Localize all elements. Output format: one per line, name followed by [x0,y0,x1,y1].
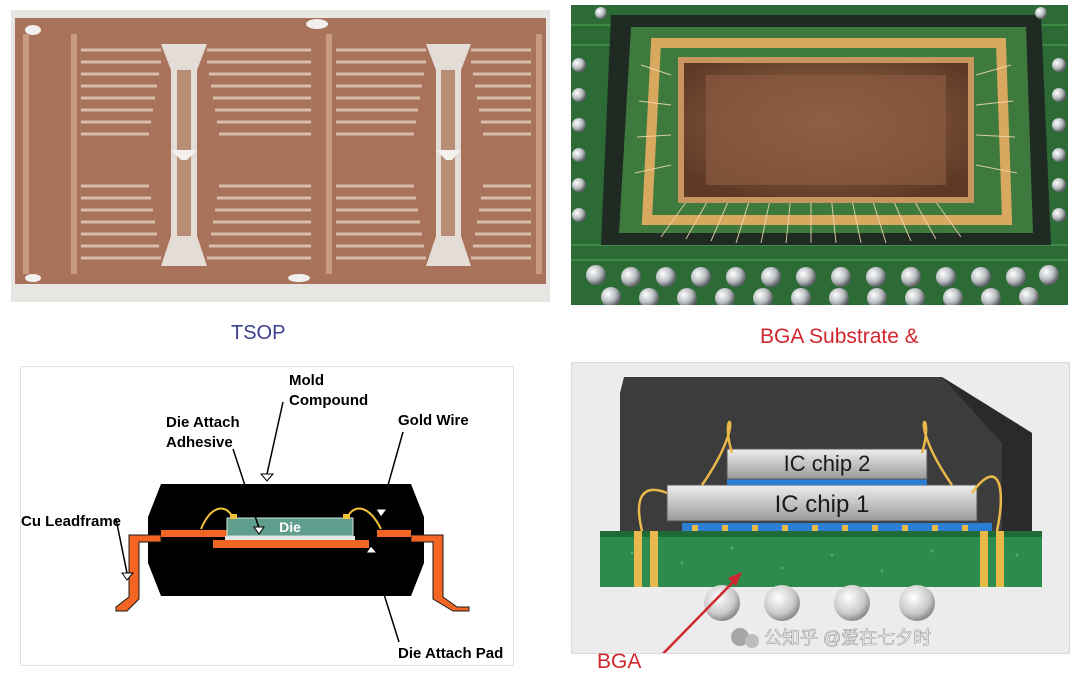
wire-right-inner [920,420,954,486]
leadframe-graphic [11,10,550,302]
ic-chip-2 [726,448,928,480]
watermark-text: 公知乎 @爱在七夕时 [764,628,931,648]
bga-cross-section-diagram: IC chip 1 IC chip 2 公知乎 @爱在七夕时 [571,362,1070,654]
left-lead [115,534,162,612]
tsop-caption: TSOP [231,322,286,344]
wire-right-outer [970,475,1003,532]
bga-substrate-caption: BGA Substrate & [760,325,919,348]
cu-leadframe-label: Cu Leadframe [21,513,121,530]
wire-left-inner [700,420,734,486]
die-attach-pad-label: Die Attach Pad [398,645,503,662]
tsop-leadframe-photo [11,10,550,302]
right-lead [410,534,470,612]
solder-ball [704,585,740,621]
solder-ball [834,585,870,621]
gold-wire-label: Gold Wire [398,412,469,429]
ic-chip-2-label: IC chip 2 [784,451,871,476]
ic-chip-1 [666,484,978,522]
solder-ball [764,585,800,621]
bga-label: BGA [597,650,642,673]
die-attach-pad [213,540,369,548]
wire-left-outer [637,488,668,532]
bga-substrate [600,531,1042,587]
wechat-icon [731,628,749,646]
solder-ball [899,585,935,621]
die-attach-adhesive [225,536,355,540]
die-label: Die [279,519,301,535]
bga-substrate-photo [571,5,1068,305]
watermark: 公知乎 @爱在七夕时 [731,628,932,648]
bga-photo-graphic [571,5,1068,305]
ic-chip-1-label: IC chip 1 [775,491,870,518]
bga-diagram-graphic: IC chip 1 IC chip 2 公知乎 @爱在七夕时 [600,377,1042,653]
